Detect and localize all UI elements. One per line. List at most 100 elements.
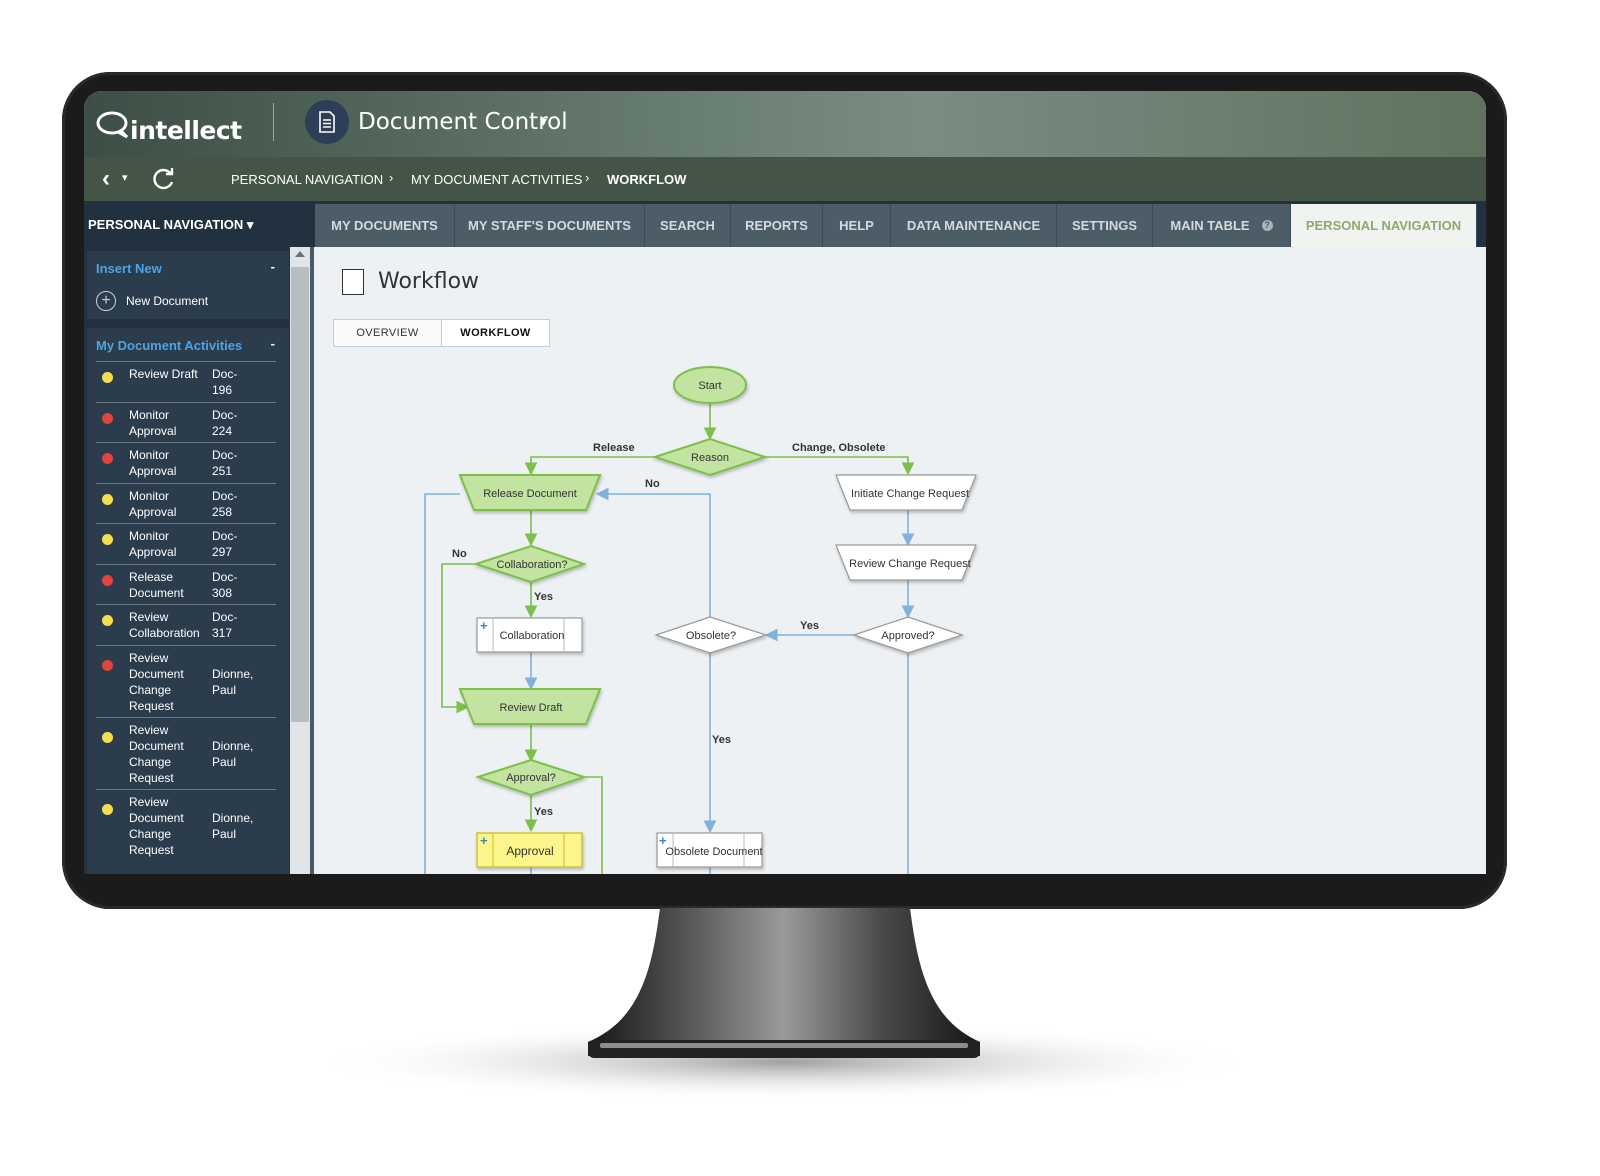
- back-chevron-icon[interactable]: ‹: [102, 165, 110, 192]
- node-approved-decision[interactable]: Approved?: [852, 616, 964, 654]
- status-dot-icon: [102, 575, 113, 586]
- refresh-icon[interactable]: [150, 165, 178, 193]
- activity-document: Doc- 258: [212, 489, 238, 519]
- scroll-up-arrow-icon[interactable]: [295, 251, 305, 257]
- edge-labels: Release Change, Obsolete No No Yes Yes Y…: [452, 442, 886, 818]
- tab-main-table[interactable]: MAIN TABLE ?: [1153, 204, 1291, 247]
- insert-new-title[interactable]: Insert New: [96, 261, 162, 276]
- status-dot-icon: [102, 615, 113, 626]
- activity-label: Review Document Change Request: [129, 651, 184, 713]
- activity-label: Monitor Approval: [129, 408, 177, 438]
- activity-label: Monitor Approval: [129, 529, 177, 559]
- breadcrumb-bar: ‹ ▾ PERSONAL NAVIGATION › MY DOCUMENT AC…: [84, 157, 1486, 201]
- node-approved-q-label: Approved?: [881, 630, 934, 642]
- tab-data-maintenance[interactable]: DATA MAINTENANCE: [891, 204, 1057, 247]
- tab-reports[interactable]: REPORTS: [731, 204, 823, 247]
- edge-label-yes: Yes: [534, 591, 553, 603]
- personal-navigation-dropdown[interactable]: PERSONAL NAVIGATION ▾: [88, 217, 253, 233]
- personal-navigation-label: PERSONAL NAVIGATION: [88, 217, 244, 232]
- intellect-logo[interactable]: intellect: [96, 105, 242, 145]
- activity-item[interactable]: Review Draft Doc- 196: [96, 361, 276, 403]
- node-approval[interactable]: + Approval: [476, 832, 583, 868]
- edge-label-change-obsolete: Change, Obsolete: [792, 442, 886, 454]
- node-initiate-change-label: Initiate Change Request: [851, 488, 969, 500]
- node-reason-label: Reason: [691, 452, 729, 464]
- breadcrumb-separator: ›: [389, 170, 394, 185]
- tab-my-documents[interactable]: MY DOCUMENTS: [315, 204, 455, 247]
- collapse-activities-button[interactable]: -: [270, 336, 275, 351]
- activity-document: Doc- 297: [212, 529, 238, 559]
- chat-bubble-icon: [96, 111, 129, 139]
- breadcrumb-separator: ›: [585, 170, 590, 185]
- tab-search[interactable]: SEARCH: [645, 204, 731, 247]
- tab-my-staffs-documents[interactable]: MY STAFF'S DOCUMENTS: [455, 204, 645, 247]
- tab-settings[interactable]: SETTINGS: [1057, 204, 1153, 247]
- header-divider: [273, 103, 274, 141]
- node-approval-decision[interactable]: Approval?: [474, 758, 588, 797]
- new-document-link[interactable]: + New Document: [96, 291, 208, 311]
- collapse-insert-new-button[interactable]: -: [270, 259, 275, 274]
- subtab-overview[interactable]: OVERVIEW: [333, 319, 442, 347]
- node-obsolete-decision[interactable]: Obsolete?: [654, 616, 768, 654]
- expand-plus-icon: +: [480, 833, 488, 848]
- app-screen: intellect Document Control ▾ ‹ ▾ PERSONA…: [84, 91, 1486, 874]
- back-caret-icon[interactable]: ▾: [122, 172, 128, 184]
- node-release-document-label: Release Document: [483, 488, 577, 500]
- node-start-label: Start: [698, 380, 721, 392]
- node-collaboration-decision[interactable]: Collaboration?: [472, 544, 588, 584]
- tab-personal-navigation[interactable]: PERSONAL NAVIGATION: [1291, 204, 1477, 247]
- activity-document: Doc- 317: [212, 610, 238, 640]
- activity-document: Doc- 308: [212, 570, 238, 600]
- breadcrumb-my-document-activities[interactable]: MY DOCUMENT ACTIVITIES: [411, 172, 583, 187]
- workflow-diagram: Release Change, Obsolete No No Yes Yes Y…: [424, 366, 977, 874]
- node-review-draft[interactable]: Review Draft: [458, 688, 602, 725]
- sidebar: Insert New - + New Document My Document …: [84, 247, 290, 874]
- workflow-checkbox[interactable]: [342, 269, 364, 295]
- app-header: intellect Document Control ▾: [84, 91, 1486, 157]
- edge-label-yes: Yes: [800, 620, 819, 632]
- status-dot-icon: [102, 804, 113, 815]
- activity-item[interactable]: Monitor Approval Doc- 297: [96, 523, 276, 565]
- activity-item[interactable]: Review Document Change Request Dionne, Pa…: [96, 645, 276, 718]
- activity-label: Review Draft: [129, 367, 198, 381]
- status-dot-icon: [102, 372, 113, 383]
- document-module-icon[interactable]: [305, 100, 349, 144]
- node-collaboration[interactable]: + Collaboration: [476, 617, 583, 653]
- node-release-document[interactable]: Release Document: [458, 474, 602, 511]
- sidebar-scroll-thumb[interactable]: [291, 267, 309, 722]
- node-approval-label: Approval: [506, 844, 553, 858]
- activity-document: Dionne, Paul: [212, 667, 254, 697]
- node-review-change-request[interactable]: Review Change Request: [835, 544, 977, 581]
- node-initiate-change-request[interactable]: Initiate Change Request: [835, 474, 977, 511]
- chevron-down-icon: ▾: [246, 217, 254, 232]
- edge-label-yes: Yes: [712, 734, 731, 746]
- node-reason[interactable]: Reason: [651, 437, 769, 477]
- node-obsolete-q-label: Obsolete?: [686, 630, 736, 642]
- edge-label-no: No: [645, 478, 660, 490]
- module-title[interactable]: Document Control: [358, 109, 568, 135]
- plus-circle-icon: +: [96, 291, 116, 311]
- node-start[interactable]: Start: [673, 366, 747, 404]
- my-document-activities-title[interactable]: My Document Activities: [96, 338, 243, 353]
- node-review-draft-label: Review Draft: [500, 702, 563, 714]
- expand-plus-icon: +: [659, 833, 667, 848]
- module-dropdown-caret-icon[interactable]: ▾: [540, 113, 548, 129]
- help-circle-icon[interactable]: ?: [1261, 220, 1273, 231]
- expand-plus-icon: +: [480, 618, 488, 633]
- activity-document: Doc- 196: [212, 367, 238, 397]
- main-nav-bar: PERSONAL NAVIGATION ▾ MY DOCUMENTS MY ST…: [84, 201, 1486, 247]
- tab-help[interactable]: HELP: [823, 204, 891, 247]
- subtab-workflow[interactable]: WORKFLOW: [441, 319, 550, 347]
- activity-document: Dionne, Paul: [212, 811, 254, 841]
- node-obsolete-document[interactable]: + Obsolete Document: [656, 832, 763, 868]
- document-icon: [319, 111, 335, 133]
- breadcrumb-personal-navigation[interactable]: PERSONAL NAVIGATION: [231, 172, 384, 187]
- page-title: Workflow: [378, 269, 480, 294]
